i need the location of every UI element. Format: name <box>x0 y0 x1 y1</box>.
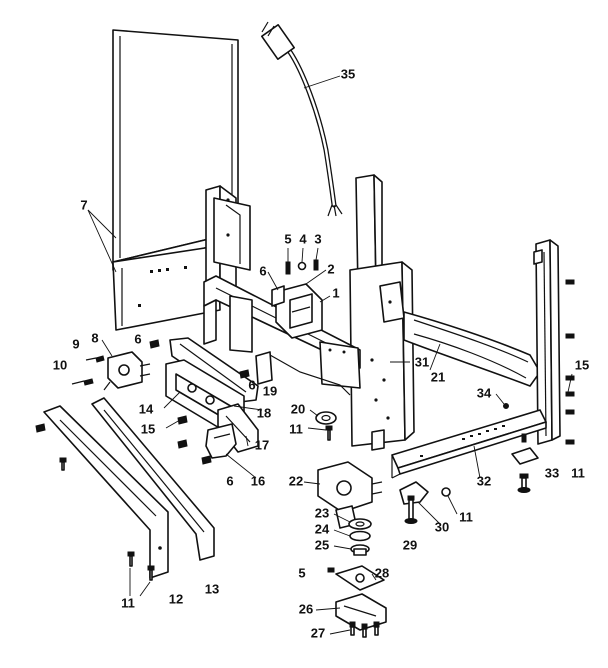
part-33-vertical-channel <box>533 239 561 445</box>
callout-25: 25 <box>315 537 329 552</box>
part-8-switch <box>103 351 151 391</box>
part-26-bracket <box>335 593 387 631</box>
part-3-4-5-fasteners <box>285 259 319 275</box>
part-30-clamp <box>399 481 451 505</box>
callout-30: 30 <box>435 519 449 534</box>
part-20-clip <box>315 411 337 425</box>
callout-35: 35 <box>341 66 355 81</box>
part-16-clip <box>205 423 237 459</box>
callout-3: 3 <box>314 231 321 246</box>
callout-1: 1 <box>332 285 339 300</box>
part-22-valve <box>317 461 383 529</box>
part-21-rear-rail <box>403 311 541 387</box>
part-25-washer <box>350 544 370 556</box>
part-12-lower-bracket <box>43 405 169 579</box>
frame-left-upright <box>205 185 251 301</box>
callout-15: 15 <box>575 357 589 372</box>
part-28-bracket <box>335 565 385 591</box>
callout-34: 34 <box>477 385 492 400</box>
part-31-frame-right-upright <box>349 174 415 451</box>
callout-13: 13 <box>205 581 219 596</box>
callout-18: 18 <box>257 405 271 420</box>
callout-11: 11 <box>289 421 303 436</box>
callout-17: 17 <box>255 437 269 452</box>
part-bracket-near-33 <box>511 433 539 465</box>
part-1-2-motor-bracket <box>271 283 323 339</box>
callout-6: 6 <box>226 473 233 488</box>
callout-23: 23 <box>315 505 329 520</box>
callout-31: 31 <box>415 354 429 369</box>
callout-20: 20 <box>291 401 305 416</box>
part-19-bracket <box>169 337 273 403</box>
callout-22: 22 <box>289 473 303 488</box>
part-35-power-cord <box>260 21 343 217</box>
callout-27: 27 <box>311 625 325 640</box>
callout-2: 2 <box>327 261 334 276</box>
part-23-washer <box>348 518 372 530</box>
screws <box>35 279 575 638</box>
callout-29: 29 <box>403 537 417 552</box>
callout-33: 33 <box>545 465 559 480</box>
callout-11: 11 <box>459 509 473 524</box>
callout-24: 24 <box>315 521 330 536</box>
callout-8: 8 <box>91 330 98 345</box>
callout-4: 4 <box>299 231 307 246</box>
callout-21: 21 <box>431 369 445 384</box>
callout-9: 9 <box>72 336 79 351</box>
callout-6: 6 <box>248 377 255 392</box>
callout-labels: 35 7 5 4 3 6 2 1 8 9 6 10 6 19 31 21 15 … <box>53 66 589 640</box>
callout-6: 6 <box>259 263 266 278</box>
part-32-bottom-rail <box>391 409 547 479</box>
callout-12: 12 <box>169 591 183 606</box>
callout-16: 16 <box>251 473 265 488</box>
callout-6: 6 <box>134 331 141 346</box>
callout-5: 5 <box>284 231 291 246</box>
part-13-lower-bracket <box>91 397 215 561</box>
callout-11: 11 <box>121 595 135 610</box>
callout-10: 10 <box>53 357 67 372</box>
callout-5: 5 <box>298 565 305 580</box>
callout-32: 32 <box>477 473 491 488</box>
callout-11: 11 <box>571 465 585 480</box>
callout-28: 28 <box>375 565 389 580</box>
callout-15: 15 <box>141 421 155 436</box>
callout-26: 26 <box>299 601 313 616</box>
callout-14: 14 <box>139 401 154 416</box>
part-24-washer <box>349 530 371 542</box>
callout-19: 19 <box>263 383 277 398</box>
leader-lines <box>87 75 573 635</box>
callout-7: 7 <box>80 197 87 212</box>
